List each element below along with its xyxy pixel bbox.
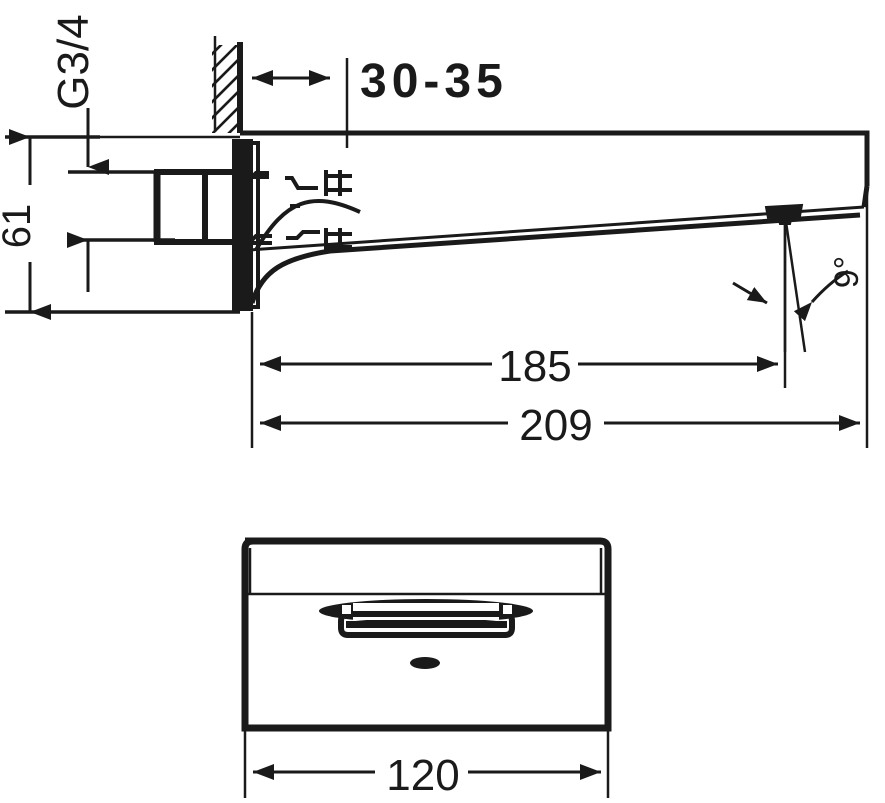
outlet-nozzle-nub	[764, 203, 804, 225]
dimension-label-30-35: 30-35	[360, 55, 508, 108]
wall-flange-face	[245, 141, 260, 309]
angle-indicator-9deg	[732, 269, 849, 322]
dimension-label-61: 61	[0, 204, 39, 249]
thread-label-g34: G3/4	[49, 14, 98, 109]
dimension-extension-lines	[250, 186, 869, 448]
threaded-connector-g34	[153, 169, 246, 245]
dimension-label-120: 120	[386, 751, 459, 800]
front-body-outline	[241, 537, 612, 732]
dimension-label-209: 209	[519, 401, 592, 450]
angle-label-9deg: 9°	[828, 256, 866, 289]
front-elevation-view: 120	[241, 537, 612, 800]
dimension-height-61	[5, 129, 240, 320]
front-small-indicator-dot	[410, 657, 440, 669]
front-dimension-extension-lines	[243, 728, 610, 798]
internal-seal-detail	[324, 170, 352, 252]
wall-hatching	[212, 45, 240, 133]
dimension-label-185: 185	[498, 342, 571, 391]
spout-top-outline	[240, 130, 870, 186]
front-outlet-slot	[319, 599, 533, 638]
dimension-wall-thickness	[213, 36, 349, 148]
side-section-view: 9° 30-35 G3/4 61	[0, 14, 870, 450]
internal-waterway-curve	[254, 198, 361, 252]
spout-inner-slope	[248, 205, 865, 252]
